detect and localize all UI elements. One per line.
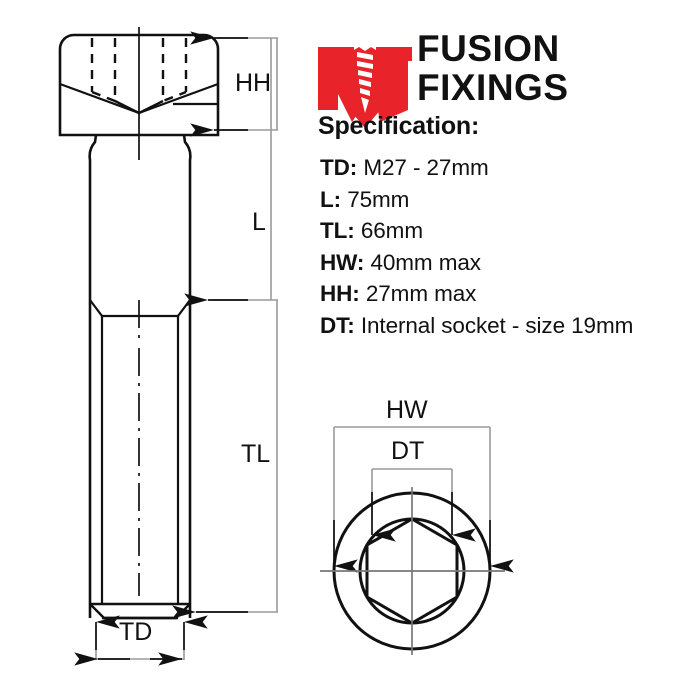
td-dimension-arrows (74, 615, 208, 666)
spec-row-td: TD: M27 - 27mm (320, 152, 696, 184)
wordmark-line-2: FIXINGS (417, 67, 569, 108)
spec-value-l: 75mm (347, 186, 410, 212)
spec-key-l: L: (320, 186, 342, 212)
dimension-label-tl: TL (241, 440, 271, 468)
dimension-label-hh: HH (235, 69, 272, 97)
spec-key-dt: DT: (320, 312, 355, 338)
spec-key-td: TD: (320, 155, 358, 180)
dimension-label-hw: HW (386, 396, 428, 424)
spec-row-hh: HH: 27mm max (320, 278, 696, 310)
brand-wordmark: FUSION FIXINGS (417, 29, 569, 107)
specification-heading: Specification: (318, 112, 480, 140)
dt-dimension-arrows (371, 492, 476, 542)
thread-runout-lines (89, 299, 191, 604)
spec-value-tl: 66mm (360, 218, 423, 243)
spec-value-hh: 27mm max (365, 281, 477, 306)
spec-key-hw: HW: (320, 249, 365, 275)
spec-row-tl: TL: 66mm (320, 215, 696, 247)
logo-centre-body-icon (348, 47, 382, 128)
specification-list: TD: M27 - 27mm L: 75mm TL: 66mm HW: 40mm… (320, 152, 696, 341)
spec-key-tl: TL: (320, 218, 355, 243)
spec-value-dt: Internal socket - size 19mm (360, 312, 634, 338)
dimension-arrows (172, 31, 248, 619)
spec-row-l: L: 75mm (320, 184, 696, 216)
spec-key-hh: HH: (320, 281, 360, 306)
spec-value-hw: 40mm max (370, 249, 481, 275)
dimension-label-l: L (252, 208, 266, 236)
top-view-centre-lines (320, 487, 505, 655)
logo-screw-icon (354, 40, 376, 113)
dimension-label-dt: DT (391, 437, 425, 465)
bolt-shank-outline (88, 134, 192, 618)
spec-row-dt: DT: Internal socket - size 19mm (320, 310, 696, 342)
spec-row-hw: HW: 40mm max (320, 247, 696, 279)
spec-value-td: M27 - 27mm (363, 155, 489, 180)
dimension-label-td: TD (119, 618, 153, 646)
wordmark-line-1: FUSION (417, 28, 560, 69)
